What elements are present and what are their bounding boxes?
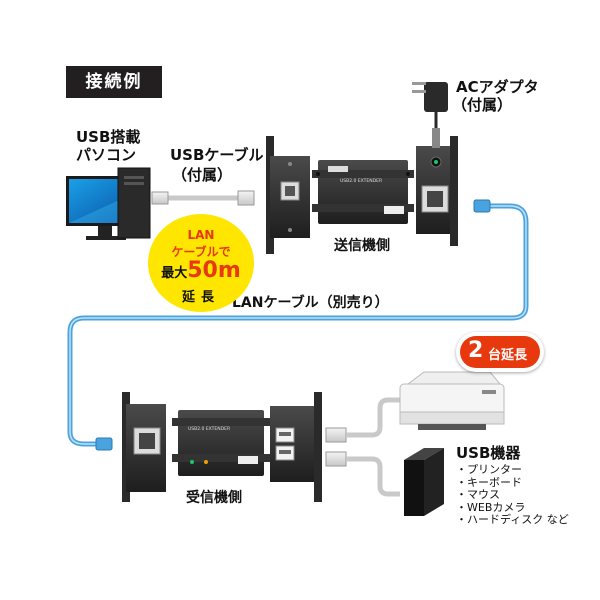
bubble-line3-prefix: 最大 xyxy=(161,266,188,281)
list-item: ・ハードディスク など xyxy=(456,513,569,526)
pc-icon xyxy=(66,167,151,240)
svg-text:USB2.0 EXTENDER: USB2.0 EXTENDER xyxy=(340,178,382,184)
ac-adapter-icon xyxy=(412,82,448,148)
sender-label: 送信機側 xyxy=(334,238,390,254)
two-device-badge: 2 台延長 xyxy=(460,336,540,368)
usb-cable-label-line2: （付属） xyxy=(172,166,233,184)
lan-cable-label: LANケーブル（別売り） xyxy=(232,295,389,311)
sender-box: USB2.0 EXTENDER xyxy=(312,160,414,224)
badge-text: 台延長 xyxy=(488,348,528,363)
pc-label-line1: USB搭載 xyxy=(76,128,141,146)
list-item: ・マウス xyxy=(456,488,500,501)
ac-adapter-label-line1: ACアダプタ xyxy=(456,78,539,96)
bubble-line3-distance: 50m xyxy=(187,258,241,283)
bubble-line2: ケーブルで xyxy=(171,245,231,259)
receiver-label: 受信機側 xyxy=(186,490,242,506)
sender-end-bracket xyxy=(416,136,458,246)
usb-devices-list: ・プリンター ・キーボード ・マウス ・WEBカメラ ・ハードディスク など xyxy=(456,463,569,527)
ac-adapter-label-line2: （付属） xyxy=(452,96,513,114)
list-item: ・キーボード xyxy=(456,475,522,489)
badge-number: 2 xyxy=(468,338,484,363)
usb-cable-printer xyxy=(346,397,400,438)
usb-cable-hdd xyxy=(346,456,400,497)
usb-cable-label-line1: USBケーブル xyxy=(170,146,264,164)
sender-bracket xyxy=(266,136,310,254)
svg-text:USB2.0 EXTENDER: USB2.0 EXTENDER xyxy=(188,426,230,432)
receiver-box: USB2.0 EXTENDER xyxy=(172,410,270,476)
lan-plug-sender xyxy=(473,199,491,213)
bubble-line3: 最大50m xyxy=(148,258,254,283)
receiver-end-bracket xyxy=(122,392,166,502)
diagram-title: 接続例 xyxy=(66,66,162,98)
printer-icon xyxy=(399,371,505,430)
pc-label-line2: パソコン xyxy=(76,146,137,164)
list-item: ・WEBカメラ xyxy=(456,500,526,514)
bubble-line4: 延長 xyxy=(181,290,220,305)
bubble-line1: LAN xyxy=(187,228,215,242)
list-item: ・プリンター xyxy=(456,463,522,476)
receiver-usb-bracket xyxy=(270,392,322,502)
lan-plug-receiver xyxy=(95,437,113,451)
max-distance-bubble: LAN ケーブルで 最大50m 延長 xyxy=(148,214,254,312)
hard-disk-icon xyxy=(404,448,444,516)
usb-devices-title: USB機器 xyxy=(456,444,521,462)
